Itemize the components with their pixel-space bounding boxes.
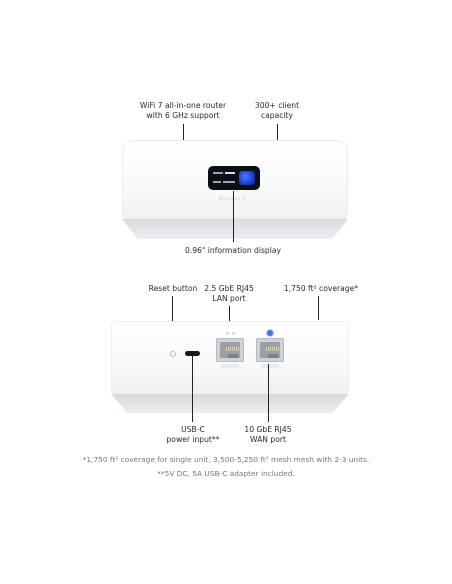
reset-button [170,351,176,357]
router-front-base [122,219,348,239]
wan-port [256,338,284,362]
label-clients: 300+ client capacity [242,101,312,121]
router-rear-base [111,394,349,413]
display-logo-icon [239,171,255,185]
label-usbc-line2: power input** [166,435,220,444]
leader-usbc [192,356,193,422]
leader-coverage [318,296,319,320]
lan-led-icon [232,332,235,335]
display-text-line [213,181,221,183]
label-display: 0.96" information display [184,246,282,255]
label-wan-line1: 10 GbE RJ45 [244,425,292,434]
leader-clients [277,124,278,140]
wan-indicator-icon [267,330,273,336]
label-wifi: WiFi 7 all-in-one router with 6 GHz supp… [128,101,238,121]
label-clients-line2: capacity [260,111,294,120]
wan-port-socket [260,342,280,358]
leader-wan [268,364,269,422]
usb-c-port [185,351,200,356]
label-wifi-line2: with 6 GHz support [146,111,220,120]
lan-port-tab [228,354,238,358]
label-lan-line1: 2.5 GbE RJ45 [204,284,254,293]
lan-led-icon [226,332,229,335]
lan-port-socket [220,342,240,358]
wan-port-tab [268,354,278,358]
label-reset: Reset button [148,284,198,293]
label-clients-line1: 300+ client [254,101,300,110]
label-coverage: 1,750 ft² coverage* [283,284,359,293]
information-display [208,166,260,190]
footnote-adapter: **5V DC, 5A USB-C adapter included. [157,469,295,478]
leader-wifi [183,124,184,140]
wan-port-label [261,364,279,368]
footnote-coverage: *1,750 ft² coverage for single unit, 3,5… [82,455,370,464]
label-wifi-line1: WiFi 7 all-in-one router [139,101,227,110]
brand-text: Express 7 [219,196,246,202]
label-wan: 10 GbE RJ45 WAN port [235,425,301,445]
label-wan-line2: WAN port [250,435,286,444]
display-text-line [225,172,235,174]
label-lan-line2: LAN port [212,294,246,303]
wan-port-pins [266,347,280,351]
leader-display [233,191,234,242]
lan-port [216,338,244,362]
display-text-line [213,172,223,174]
label-usbc: USB-C power input** [160,425,226,445]
lan-port-pins [226,347,240,351]
lan-port-label [221,364,239,368]
display-text-line [223,181,235,183]
leader-lan [229,306,230,330]
label-usbc-line1: USB-C [181,425,205,434]
label-lan: 2.5 GbE RJ45 LAN port [196,284,262,304]
